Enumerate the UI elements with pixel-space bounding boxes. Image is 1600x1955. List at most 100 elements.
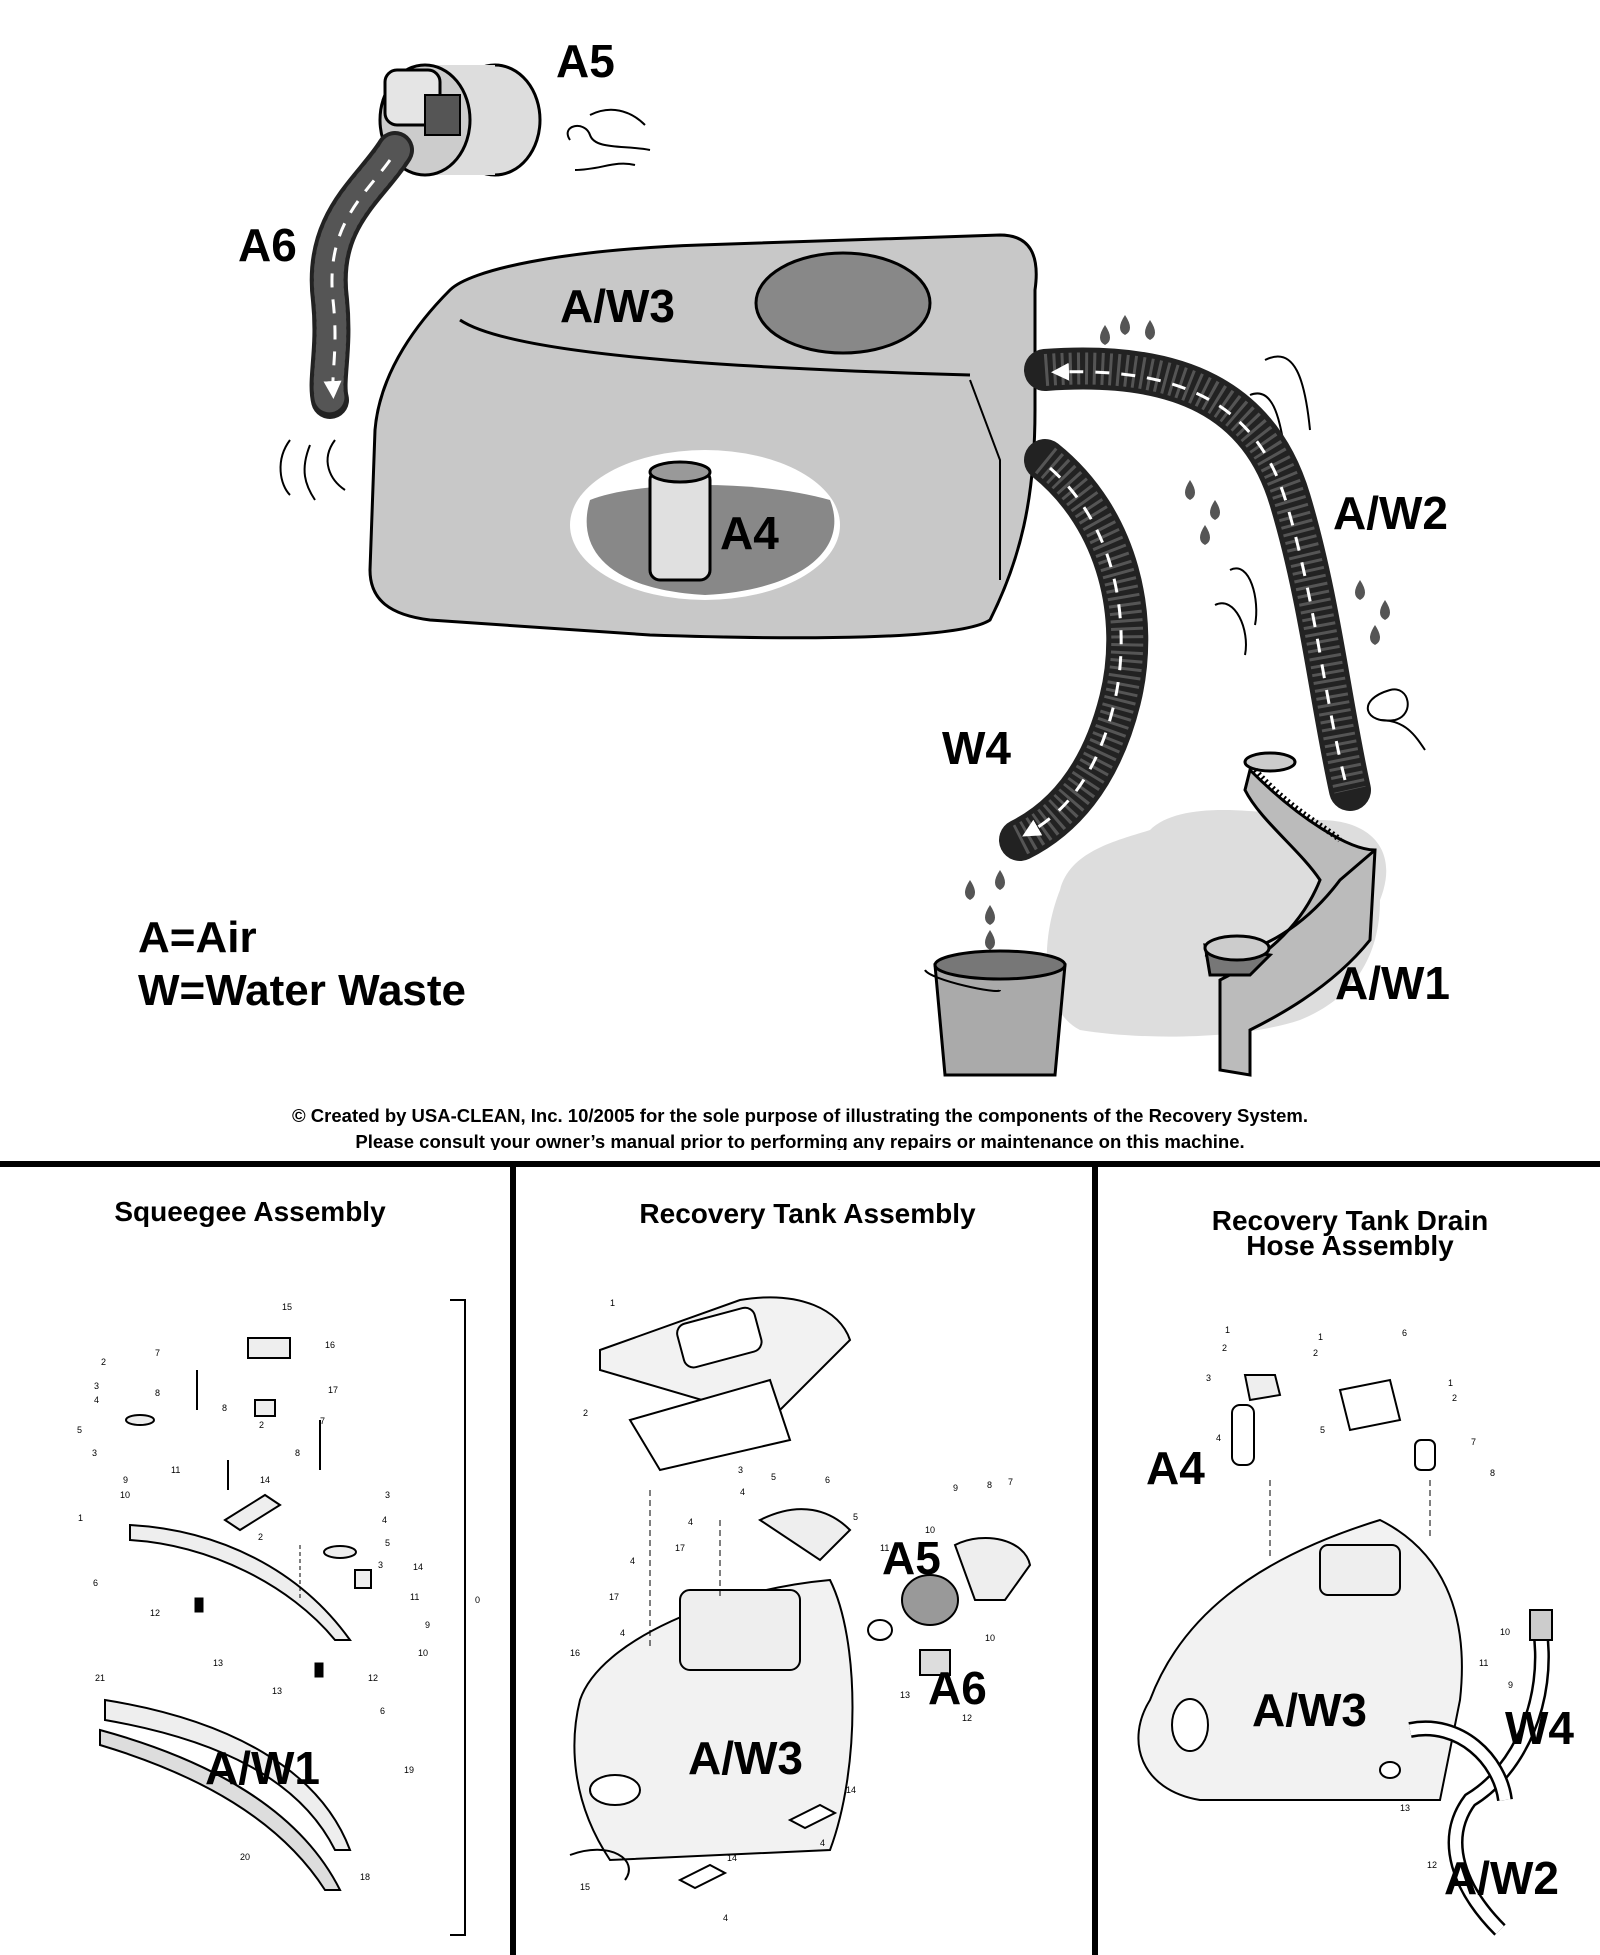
part-number: 6 [825,1475,831,1485]
part-number: 15 [580,1882,591,1892]
part-number: 12 [1427,1860,1438,1870]
part-number: 10 [1500,1627,1511,1637]
part-number: 11 [171,1465,181,1475]
part-number: 10 [120,1490,131,1500]
part-number: 3 [385,1490,391,1500]
panel-title-drain-hose-line-2: Hose Assembly [1246,1230,1454,1261]
legend: A=Air W=Water Waste [138,912,466,1018]
part-number: 19 [404,1765,415,1775]
part-number: 5 [1320,1425,1326,1435]
part-number: 4 [630,1556,636,1566]
part-number: 21 [95,1673,106,1683]
panel-title-drain-hose-line-1: Recovery Tank Drain [1211,1205,1489,1236]
part-number: 10 [985,1633,996,1643]
part-number: 7 [320,1416,326,1426]
part-number: 13 [1400,1803,1411,1813]
squeegee-exploded-view [99,1299,466,1936]
callout-a4: A4 [1146,1442,1205,1494]
callout-aw3-panel3: A/W3 [1252,1684,1367,1736]
part-number: 3 [94,1381,100,1391]
part-number: 2 [583,1408,589,1418]
part-number: 16 [325,1340,336,1350]
panel-title-recovery-tank: Recovery Tank Assembly [639,1198,976,1229]
part-number: 0 [475,1595,481,1605]
part-number: 12 [150,1608,161,1618]
part-number: 3 [92,1448,98,1458]
part-number: 13 [900,1690,911,1700]
label-a6: A6 [238,219,297,271]
part-number: 1 [78,1513,84,1523]
part-number: 16 [570,1648,581,1658]
part-number: 6 [93,1578,99,1588]
part-number: 9 [123,1475,129,1485]
part-number: 17 [328,1385,339,1395]
part-number: 1 [610,1298,616,1308]
part-number: 13 [272,1686,283,1696]
part-number: 9 [425,1620,431,1630]
part-number: 2 [101,1357,107,1367]
part-number: 5 [771,1472,777,1482]
part-number: 15 [282,1302,293,1312]
part-number: 14 [727,1853,738,1863]
part-number: 12 [368,1673,379,1683]
part-number: 2 [1313,1348,1319,1358]
panel-title-squeegee: Squeegee Assembly [114,1196,386,1227]
part-number: 18 [360,1872,371,1882]
part-number: 11 [880,1543,890,1553]
part-number: 4 [820,1838,826,1848]
part-number: 4 [688,1517,694,1527]
callout-aw3-panel2: A/W3 [688,1732,803,1784]
part-number: 7 [1008,1477,1014,1487]
part-number: 14 [413,1562,424,1572]
part-number: 14 [260,1475,271,1485]
water-drop-icon [965,315,1390,950]
label-aw2: A/W2 [1333,487,1448,539]
squeegee [1203,751,1377,1077]
part-number: 3 [738,1465,744,1475]
part-number: 7 [1471,1437,1477,1447]
part-number: 3 [378,1560,384,1570]
part-number: 5 [77,1425,83,1435]
part-number: 9 [1508,1680,1514,1690]
part-number: 8 [155,1388,161,1398]
callout-a6: A6 [928,1662,987,1714]
label-a5: A5 [556,35,615,87]
recovery-tank-exploded-view [569,1296,1032,1890]
part-number: 10 [925,1525,936,1535]
legend-air: A=Air [138,913,257,962]
recovery-tank [368,233,1038,640]
label-a4: A4 [720,507,779,559]
part-number: 11 [410,1592,420,1602]
part-number: 4 [94,1395,100,1405]
part-number: 6 [380,1706,386,1716]
callout-aw2: A/W2 [1444,1852,1559,1904]
copyright-line-1: © Created by USA-CLEAN, Inc. 10/2005 for… [292,1105,1308,1126]
part-number: 8 [1490,1468,1496,1478]
part-number: 20 [240,1852,251,1862]
copyright-line-2: Please consult your owner’s manual prior… [355,1131,1245,1150]
legend-water-waste: W=Water Waste [138,965,467,1015]
part-number: 4 [740,1487,746,1497]
part-number: 8 [222,1403,228,1413]
part-number: 4 [723,1913,729,1923]
part-number: 1 [1448,1378,1454,1388]
part-number: 4 [620,1628,626,1638]
part-number: 1 [1318,1332,1324,1342]
part-number: 4 [382,1515,388,1525]
part-number: 10 [418,1648,429,1658]
part-number: 4 [1216,1433,1222,1443]
callout-a5: A5 [882,1532,941,1584]
label-aw3: A/W3 [560,280,675,332]
part-number: 5 [853,1512,859,1522]
part-number: 1 [1225,1325,1231,1335]
part-number: 2 [258,1532,264,1542]
part-number: 6 [1402,1328,1408,1338]
bucket [924,949,1067,1077]
part-number: 8 [295,1448,301,1458]
label-w4: W4 [942,722,1011,774]
part-number: 17 [609,1592,620,1602]
callout-aw1: A/W1 [205,1742,320,1794]
part-number: 3 [1206,1373,1212,1383]
part-number: 14 [846,1785,857,1795]
